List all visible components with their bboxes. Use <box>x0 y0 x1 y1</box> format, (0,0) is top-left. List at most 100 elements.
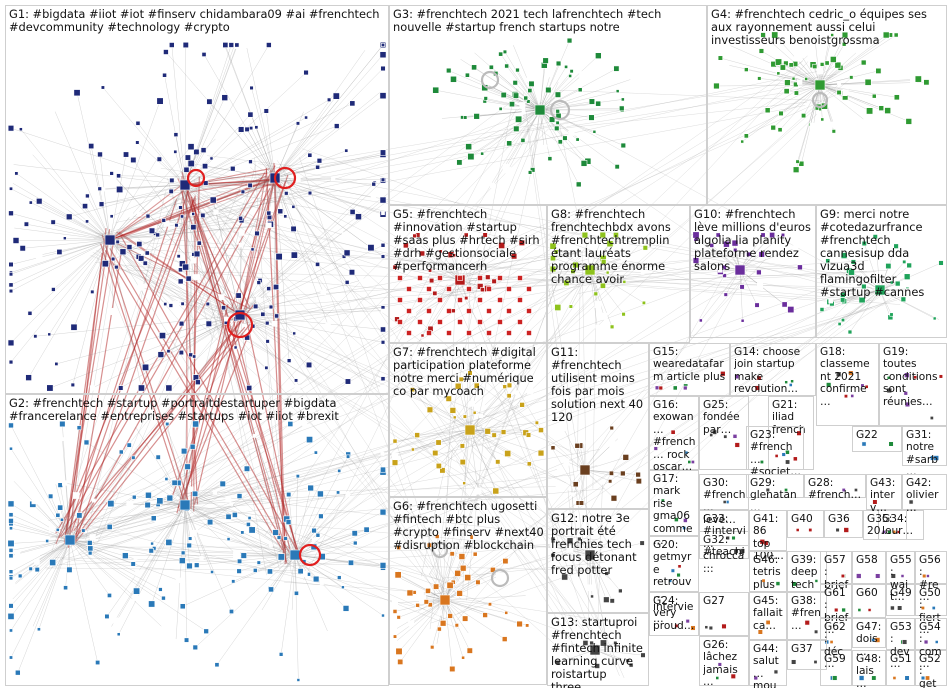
edge <box>109 225 269 241</box>
edge <box>242 177 276 324</box>
edge <box>137 123 186 186</box>
edge <box>72 188 271 540</box>
edge <box>195 554 296 648</box>
edge <box>184 504 282 558</box>
edge <box>69 508 187 541</box>
edge <box>79 474 574 521</box>
edge <box>175 151 186 186</box>
group-cell-g54: G54: com… <box>915 618 947 670</box>
edge <box>235 314 241 348</box>
edge <box>225 44 276 179</box>
group-label-g48: G48: lais… <box>856 653 882 688</box>
edge <box>274 160 320 179</box>
edge <box>294 493 321 556</box>
edge <box>119 184 186 190</box>
edge <box>242 177 276 193</box>
edge <box>266 110 276 179</box>
edge <box>69 521 158 541</box>
edge <box>62 77 811 527</box>
group-label-g23: G23: #french… #societ… <box>750 429 801 479</box>
group-label-g18: G18: classement 2021 confirme… <box>820 346 870 408</box>
edge <box>455 296 894 592</box>
edge <box>10 539 71 544</box>
edge <box>440 266 564 591</box>
group-cell-g1: G1: #bigdata #iiot #iot #finserv chidamb… <box>5 5 389 394</box>
edge <box>568 465 581 572</box>
edge <box>101 184 186 205</box>
group-cell-g55: G55: wait… <box>886 551 915 603</box>
edge <box>69 539 138 574</box>
edge <box>597 484 603 623</box>
edge <box>447 267 598 408</box>
edge <box>69 184 186 218</box>
edge <box>288 135 565 184</box>
edge <box>147 177 276 254</box>
edge <box>272 173 590 639</box>
edge <box>239 170 268 316</box>
edge <box>76 92 111 241</box>
edge <box>239 279 362 316</box>
group-label-g5: G5: #frenchtech #innovation #startup #sa… <box>393 208 540 273</box>
edge <box>556 109 583 241</box>
group-cell-g15: G15: wearedatafarm article plus <box>649 343 730 396</box>
edge <box>430 566 596 624</box>
edge <box>31 539 71 629</box>
edge <box>67 198 178 535</box>
edge <box>89 174 246 551</box>
group-cell-g14: G14: choose join startup make revolution… <box>730 343 816 396</box>
edge <box>193 177 276 228</box>
edge <box>184 184 195 357</box>
edge <box>193 532 296 556</box>
edge <box>10 539 71 602</box>
edge <box>118 175 276 179</box>
edge <box>116 246 865 305</box>
edge <box>294 492 339 556</box>
group-label-g3: G3: #frenchtech 2021 tech lafrenchtech #… <box>393 8 662 34</box>
edge <box>249 188 591 632</box>
edge <box>182 504 186 553</box>
edge <box>176 304 229 514</box>
edge <box>473 272 599 444</box>
group-cell-g40: G40 <box>787 510 824 538</box>
edge <box>69 539 136 598</box>
edge <box>46 286 861 570</box>
edge <box>192 515 590 551</box>
edge <box>63 228 107 544</box>
edge <box>100 243 187 509</box>
edge <box>44 567 307 571</box>
edge <box>231 177 276 309</box>
edge <box>184 125 337 186</box>
edge <box>109 248 295 560</box>
group-label-g28: G28: #french… <box>808 477 862 502</box>
edge <box>26 223 111 241</box>
edge <box>85 274 861 556</box>
group-cell-g12: G12: notre 3e portrait été frenchies tec… <box>547 509 649 613</box>
edge <box>184 504 213 573</box>
edge <box>240 302 437 580</box>
edge <box>184 178 334 186</box>
group-label-g60: G60 <box>856 587 878 599</box>
edge <box>288 522 296 556</box>
edge <box>239 182 375 316</box>
group-cell-g36: G36 <box>824 510 863 538</box>
edge <box>109 239 142 389</box>
edge <box>109 136 218 241</box>
group-label-g25: G25: fondée par… <box>703 399 740 436</box>
edge <box>184 117 307 186</box>
edge <box>10 239 111 275</box>
edge <box>13 539 71 585</box>
edge <box>192 213 241 316</box>
edge <box>10 239 111 286</box>
group-label-g31: G31: notre #sarb… <box>906 429 938 479</box>
edge <box>75 199 195 541</box>
edge <box>69 539 134 565</box>
edge <box>184 483 223 506</box>
edge <box>49 314 241 389</box>
group-cell-g62: G62: déc… <box>820 618 852 670</box>
edge <box>294 469 384 556</box>
edge <box>37 539 71 570</box>
edge <box>246 44 276 179</box>
edge <box>34 501 71 541</box>
group-label-g10: G10: #frenchtech lève millions d'euros a… <box>694 208 811 273</box>
edge <box>10 503 71 541</box>
